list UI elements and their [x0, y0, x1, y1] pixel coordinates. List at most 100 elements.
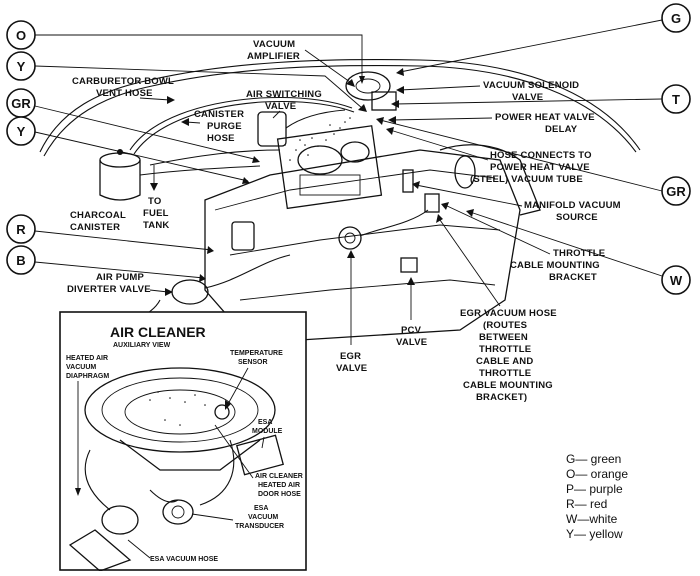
svg-text:CABLE AND: CABLE AND — [476, 356, 533, 367]
svg-text:THROTTLE: THROTTLE — [553, 248, 605, 259]
svg-text:ESA VACUUM HOSE: ESA VACUUM HOSE — [150, 556, 218, 563]
svg-text:SENSOR: SENSOR — [238, 359, 268, 366]
callout-r-left: R — [6, 214, 214, 254]
svg-text:VACUUM SOLENOID: VACUUM SOLENOID — [483, 80, 579, 91]
svg-text:AIR SWITCHING: AIR SWITCHING — [246, 89, 322, 100]
svg-text:VALVE: VALVE — [512, 92, 543, 103]
svg-text:CABLE MOUNTING: CABLE MOUNTING — [463, 380, 553, 391]
callout-o-top: O — [6, 20, 365, 84]
svg-text:ESA: ESA — [254, 505, 268, 512]
svg-text:DOOR HOSE: DOOR HOSE — [258, 491, 301, 498]
svg-text:ESA: ESA — [258, 419, 272, 426]
svg-text:POWER HEAT VALVE: POWER HEAT VALVE — [490, 162, 590, 173]
svg-text:TO: TO — [148, 196, 161, 207]
svg-text:VALVE: VALVE — [336, 363, 367, 374]
svg-text:THROTTLE: THROTTLE — [479, 344, 531, 355]
legend-entry: Y— yellow — [566, 527, 623, 541]
svg-text:FUEL: FUEL — [143, 208, 169, 219]
svg-text:Y: Y — [17, 59, 26, 74]
legend-entry: P— purple — [566, 482, 623, 496]
callout-g-right: G — [396, 3, 691, 76]
svg-text:HOSE CONNECTS TO: HOSE CONNECTS TO — [490, 150, 592, 161]
svg-text:POWER HEAT VALVE: POWER HEAT VALVE — [495, 112, 595, 123]
label-egr-vacuum-hose: EGR VACUUM HOSE (ROUTES BETWEEN THROTTLE… — [436, 214, 557, 403]
svg-text:PCV: PCV — [401, 325, 422, 336]
svg-text:PURGE: PURGE — [207, 121, 242, 132]
label-pcv-valve: PCV VALVE — [396, 277, 427, 348]
label-carburetor-bowl-vent-hose: CARBURETOR BOWL VENT HOSE — [72, 76, 175, 104]
svg-text:SOURCE: SOURCE — [556, 212, 598, 223]
label-power-heat-valve-delay: POWER HEAT VALVE DELAY — [388, 112, 595, 135]
svg-text:DIAPHRAGM: DIAPHRAGM — [66, 373, 109, 380]
svg-text:W: W — [670, 273, 683, 288]
svg-text:CANISTER: CANISTER — [70, 222, 120, 233]
svg-text:HEATED AIR: HEATED AIR — [66, 355, 108, 362]
label-canister-purge-hose: CANISTER PURGE HOSE — [181, 109, 244, 144]
label-air-cleaner-door-hose: AIR CLEANER HEATED AIR DOOR HOSE — [214, 424, 303, 498]
svg-text:AIR CLEANER: AIR CLEANER — [255, 473, 303, 480]
callout-y-top: Y — [6, 51, 367, 112]
svg-text:THROTTLE: THROTTLE — [479, 368, 531, 379]
svg-text:HOSE: HOSE — [207, 133, 235, 144]
svg-text:AMPLIFIER: AMPLIFIER — [247, 51, 300, 62]
callout-t-right: T — [391, 84, 691, 114]
label-temperature-sensor: TEMPERATURE SENSOR — [225, 350, 283, 410]
svg-text:CANISTER: CANISTER — [194, 109, 244, 120]
svg-text:MODULE: MODULE — [252, 428, 283, 435]
svg-text:MANIFOLD VACUUM: MANIFOLD VACUUM — [524, 200, 621, 211]
svg-text:B: B — [16, 253, 25, 268]
label-vacuum-solenoid-valve: VACUUM SOLENOID VALVE — [396, 80, 579, 103]
svg-text:TEMPERATURE: TEMPERATURE — [230, 350, 283, 357]
legend-entry: G— green — [566, 452, 621, 466]
svg-text:BRACKET: BRACKET — [549, 272, 597, 283]
inset-subtitle: AUXILIARY VIEW — [113, 342, 171, 349]
svg-text:VENT HOSE: VENT HOSE — [96, 88, 153, 99]
svg-text:VACUUM: VACUUM — [66, 364, 96, 371]
svg-text:VACUUM: VACUUM — [248, 514, 278, 521]
label-vacuum-amplifier: VACUUM AMPLIFIER — [247, 39, 355, 87]
inset-title: AIR CLEANER — [110, 324, 206, 340]
legend-entry: W—white — [566, 512, 618, 526]
label-egr-valve: EGR VALVE — [336, 250, 367, 374]
callout-gr-right: GR — [376, 117, 691, 206]
label-air-switching-valve: AIR SWITCHING VALVE — [246, 89, 322, 119]
svg-text:CABLE MOUNTING: CABLE MOUNTING — [510, 260, 600, 271]
label-esa-transducer: ESA VACUUM TRANSDUCER — [191, 505, 284, 530]
label-manifold-vacuum-source: MANIFOLD VACUUM SOURCE — [412, 181, 621, 223]
callout-y-left: Y — [6, 116, 250, 184]
svg-text:TANK: TANK — [143, 220, 169, 231]
svg-text:DELAY: DELAY — [545, 124, 578, 135]
air-cleaner-inset: AIR CLEANER AUXILIARY VIEW HEATED AIR VA… — [59, 311, 307, 572]
label-esa-module: ESA MODULE — [252, 419, 283, 449]
label-to-fuel-tank: TO FUEL TANK — [143, 165, 169, 231]
callout-b-left: B — [6, 245, 206, 282]
svg-text:R: R — [16, 222, 26, 237]
svg-text:AIR PUMP: AIR PUMP — [96, 272, 145, 283]
label-hose-connects: HOSE CONNECTS TO POWER HEAT VALVE (STEEL… — [386, 127, 592, 185]
svg-text:HEATED AIR: HEATED AIR — [258, 482, 300, 489]
svg-text:GR: GR — [11, 96, 31, 111]
svg-text:(STEEL) VACUUM TUBE: (STEEL) VACUUM TUBE — [470, 174, 583, 185]
svg-text:O: O — [16, 28, 26, 43]
svg-text:T: T — [672, 92, 680, 107]
svg-text:TRANSDUCER: TRANSDUCER — [235, 523, 284, 530]
svg-text:CHARCOAL: CHARCOAL — [70, 210, 126, 221]
svg-text:VALVE: VALVE — [396, 337, 427, 348]
svg-text:CARBURETOR BOWL: CARBURETOR BOWL — [72, 76, 174, 87]
svg-text:EGR: EGR — [340, 351, 361, 362]
label-throttle-cable-bracket: THROTTLE CABLE MOUNTING BRACKET — [441, 202, 605, 283]
callout-w-right: W — [466, 209, 691, 295]
label-esa-vacuum-hose: ESA VACUUM HOSE — [127, 539, 218, 563]
svg-text:VACUUM: VACUUM — [253, 39, 295, 50]
label-charcoal-canister: CHARCOAL CANISTER — [70, 210, 126, 233]
color-legend: G— green O— orange P— purple R— red W—wh… — [566, 452, 628, 541]
svg-text:DIVERTER VALVE: DIVERTER VALVE — [67, 284, 151, 295]
label-heated-air-diaphragm: HEATED AIR VACUUM DIAPHRAGM — [66, 355, 109, 496]
svg-text:G: G — [671, 11, 681, 26]
svg-text:BETWEEN: BETWEEN — [479, 332, 528, 343]
legend-entry: O— orange — [566, 467, 628, 481]
svg-text:EGR VACUUM HOSE: EGR VACUUM HOSE — [460, 308, 557, 319]
svg-text:BRACKET): BRACKET) — [476, 392, 527, 403]
